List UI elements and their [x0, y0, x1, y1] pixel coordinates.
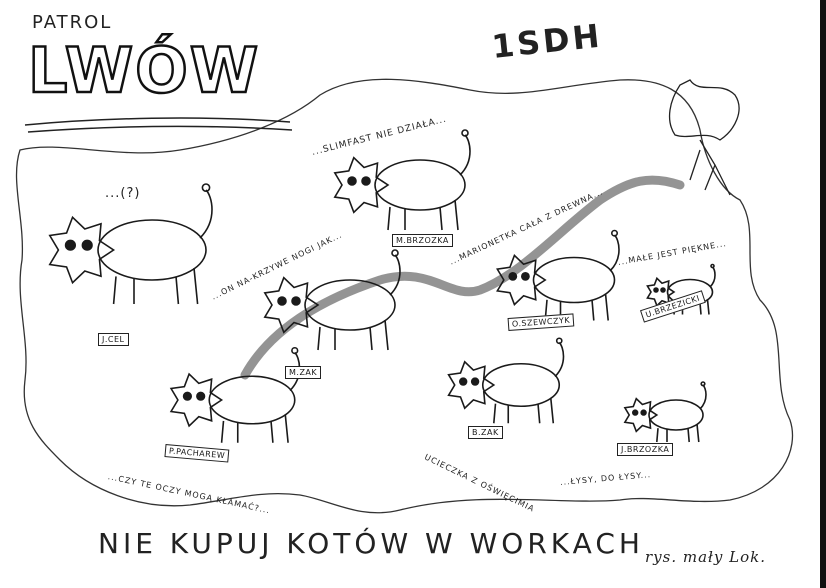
cat-name-tag: J.BRZOZKA — [617, 443, 674, 456]
cat-drawing — [623, 381, 707, 443]
cat-name-tag: M.ZAK — [285, 366, 322, 379]
cat-head — [447, 360, 496, 410]
cat-eye — [347, 176, 357, 186]
cat-legs — [317, 319, 389, 351]
cat-eye — [520, 271, 530, 281]
flower-icon — [668, 79, 740, 196]
motto-caption: NIE KUPUJ KOTÓW W WORKACH — [98, 527, 644, 560]
artist-signature: rys. mały Lok. — [645, 548, 766, 566]
cat-name-tag: B.ZAK — [468, 426, 503, 439]
cat-eye — [640, 409, 647, 416]
cat-tail — [554, 341, 565, 378]
cat-eye — [459, 377, 468, 386]
cat-legs — [493, 397, 555, 424]
cat-eye — [653, 287, 659, 293]
cat-tail — [459, 134, 471, 176]
scan-edge — [820, 0, 826, 588]
map-outline — [15, 78, 794, 514]
cat-drawing — [447, 337, 565, 424]
cat-eye — [182, 391, 192, 401]
cat-name-tag: M.BRZOZKA — [392, 234, 453, 247]
cat-drawing — [333, 129, 471, 231]
cat-head — [169, 372, 224, 428]
cat-legs — [544, 293, 609, 321]
cat-tail — [609, 234, 620, 272]
cat-legs — [220, 414, 289, 443]
cat-legs — [112, 267, 199, 305]
patrol-label: PATROL — [32, 12, 113, 33]
cat-drawing — [48, 183, 213, 305]
cat-drawing — [169, 346, 301, 443]
cat-eye — [361, 176, 371, 186]
cat-legs — [387, 199, 459, 231]
road-smudge — [240, 175, 685, 380]
cat-tail-tip — [700, 381, 706, 387]
cat-tail-tip — [710, 263, 715, 269]
cat-tail-tip — [555, 337, 563, 345]
cat-tail — [699, 384, 707, 410]
cat-eye — [291, 296, 301, 306]
cat-tail — [389, 254, 401, 296]
cat-eye — [64, 239, 76, 251]
cat-head — [496, 254, 547, 306]
cat-eye — [508, 271, 518, 281]
cat-eye — [470, 377, 480, 386]
cat-eye — [81, 239, 93, 251]
cat-tail-tip — [391, 249, 399, 257]
cat-body — [97, 219, 207, 281]
cat-tail-tip — [201, 183, 211, 192]
cat-eye — [660, 287, 666, 293]
cat-quote: ...(?) — [105, 186, 141, 201]
cat-body — [208, 375, 296, 425]
cat-eye — [631, 409, 639, 416]
cat-head — [263, 276, 320, 334]
patrol-name-logo: LWÓW — [27, 33, 261, 109]
cat-body — [374, 159, 466, 211]
cat-eye — [196, 391, 206, 401]
cat-body — [481, 362, 561, 408]
cat-body — [648, 399, 704, 431]
cat-tail-tip — [611, 229, 619, 237]
cat-name-tag: J.CEL — [98, 333, 129, 346]
lwow-underline — [24, 117, 293, 133]
cat-body — [304, 279, 396, 331]
cat-tail — [199, 189, 213, 239]
cat-tail-tip — [461, 129, 469, 137]
cat-body — [532, 256, 616, 304]
cat-legs — [656, 423, 700, 443]
cat-head — [623, 397, 659, 433]
cat-eye — [277, 296, 287, 306]
cat-tail-tip — [291, 346, 299, 355]
cat-head — [333, 156, 390, 214]
cat-drawing — [496, 229, 620, 321]
cat-head — [48, 215, 116, 285]
cat-tail — [709, 266, 716, 288]
cat-drawing — [263, 249, 401, 351]
